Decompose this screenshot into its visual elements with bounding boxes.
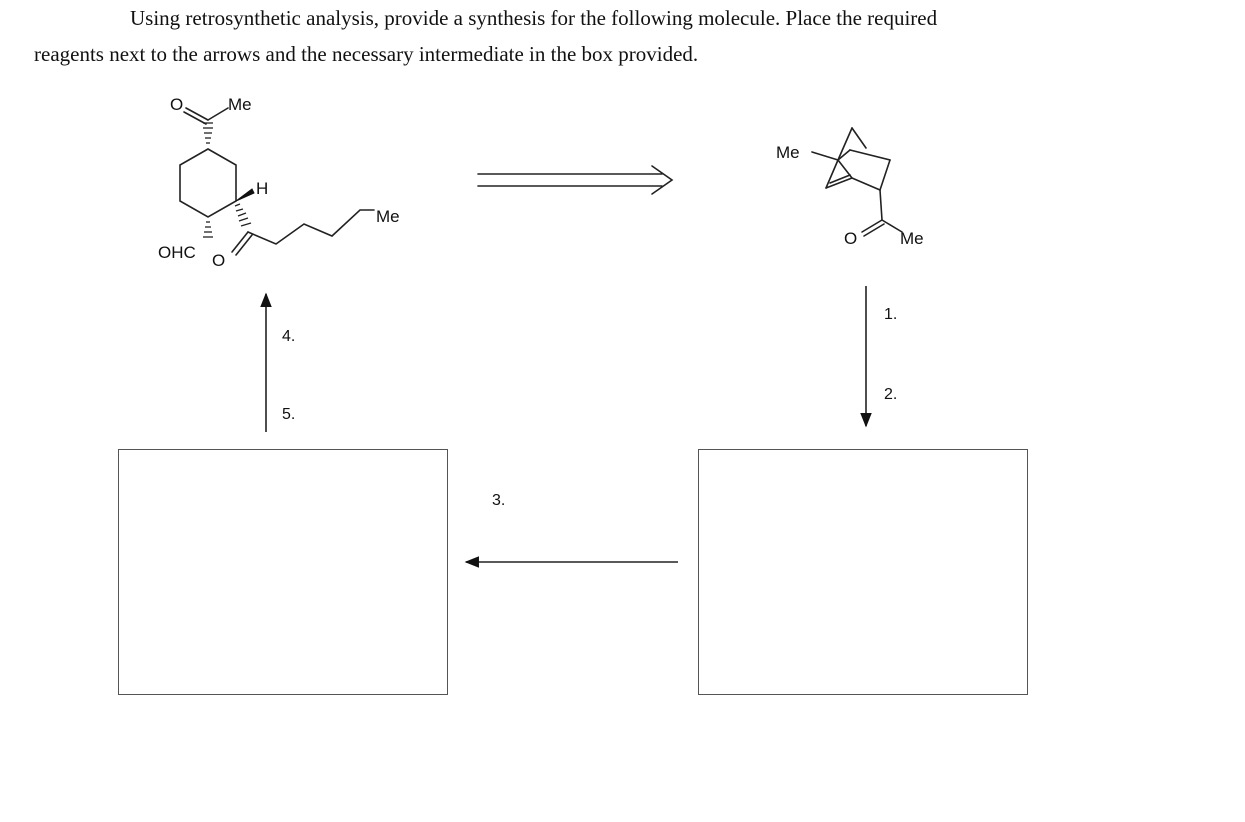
cyclohexane-ring bbox=[179, 148, 237, 218]
intermediate-box-left[interactable] bbox=[118, 449, 448, 695]
step-label-4: 4. bbox=[282, 328, 296, 345]
instruction-line-2: reagents next to the arrows and the nece… bbox=[34, 42, 699, 66]
ketone-carbonyl-bond bbox=[861, 219, 883, 233]
step-label-1: 1. bbox=[884, 306, 898, 323]
atom-label-methyl-top: Me bbox=[228, 95, 252, 114]
atom-label-ketone-methyl: Me bbox=[900, 229, 924, 248]
atom-label-aldehyde: OHC bbox=[158, 243, 196, 262]
hashed-bond-acetyl bbox=[203, 122, 213, 144]
hashed-bond-aldehyde bbox=[203, 221, 213, 238]
hashed-bond-sidechain bbox=[234, 203, 252, 227]
hydrogen-wedge bbox=[235, 188, 255, 202]
atom-label-hydrogen: H bbox=[256, 179, 269, 198]
target-molecule-bonds bbox=[179, 107, 375, 256]
bridgehead-methyl-bond bbox=[811, 151, 839, 161]
atom-label-oxygen-lower: O bbox=[212, 251, 226, 270]
atom-label-bridgehead-methyl: Me bbox=[776, 143, 800, 162]
sidechain-carbonyl-bond bbox=[231, 231, 249, 253]
step-label-2: 2. bbox=[884, 386, 898, 403]
instruction-line-1: Using retrosynthetic analysis, provide a… bbox=[130, 6, 938, 30]
atom-label-oxygen-top: O bbox=[170, 95, 184, 114]
retrosynthesis-arrow bbox=[477, 165, 674, 195]
atom-label-methyl-chain: Me bbox=[376, 207, 400, 226]
methyl-bond-top bbox=[207, 107, 229, 121]
step-label-3: 3. bbox=[492, 492, 506, 509]
bicyclic-molecule-bonds bbox=[811, 127, 903, 237]
atom-label-ketone-oxygen: O bbox=[844, 229, 858, 248]
alkene-bond bbox=[825, 177, 853, 189]
alkyl-chain bbox=[247, 209, 375, 245]
carbonyl-bond-top bbox=[185, 107, 209, 121]
intermediate-box-right[interactable] bbox=[698, 449, 1028, 695]
step-label-5: 5. bbox=[282, 406, 296, 423]
